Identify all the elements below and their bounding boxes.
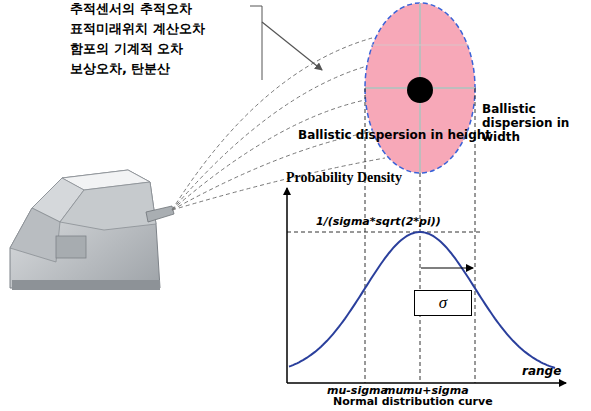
sigma-arrow [421, 267, 473, 268]
sigma-box: σ [414, 290, 472, 316]
error-leader [250, 6, 322, 80]
width-label: Ballistic dispersion in width [482, 103, 578, 144]
axis-label: range [522, 365, 561, 379]
error-source: 표적미래위치 계산오차 [70, 22, 205, 37]
peak-formula: 1/(sigma*sqrt(2*pi)) [316, 216, 441, 229]
error-source: 함포의 기계적 오차 [70, 42, 183, 57]
height-label: Ballistic dispersion in height [298, 129, 491, 143]
naval-gun [10, 170, 174, 290]
axes [287, 188, 566, 383]
curve-caption: Normal distribution curve [333, 396, 493, 409]
dispersion-ellipse [365, 3, 475, 173]
normal-curve [289, 232, 555, 368]
axis-title: Probability Density [286, 170, 402, 186]
error-source: 추적센서의 추적오차 [70, 2, 192, 17]
error-source: 보상오차, 탄분산 [70, 62, 170, 77]
sigma-symbol: σ [439, 293, 447, 313]
